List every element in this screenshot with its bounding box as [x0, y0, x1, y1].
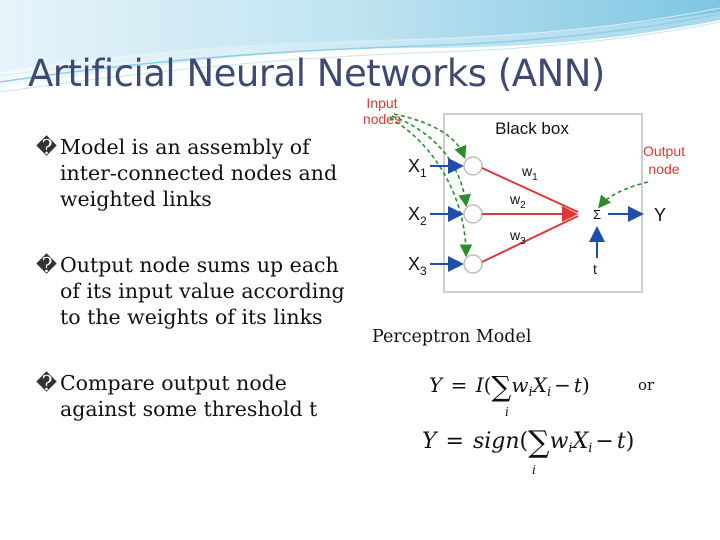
input-nodes-label-2: nodes [363, 111, 401, 127]
input-pointer-arrow [391, 115, 471, 208]
bullet-marker: � [36, 135, 58, 159]
perceptron-diagram: Input nodes Black box Output node X1 X2 … [363, 95, 685, 293]
eq-sub: i [532, 463, 536, 477]
bullet-marker: � [36, 371, 58, 395]
eq-text: Y = I(∑wiXi−t) [429, 370, 590, 403]
weight-w1-label: w1 [521, 163, 538, 183]
input-pointer-arrow [393, 113, 467, 159]
input-nodes-label: Input [366, 95, 397, 111]
output-pointer-arrow [597, 181, 649, 209]
diagram-caption: Perceptron Model [372, 327, 532, 347]
input-node-2 [463, 204, 483, 224]
black-box [443, 113, 643, 293]
sum-symbol: Σ [593, 207, 601, 222]
eq-text: Y = sign(∑wiXi−t) [422, 425, 634, 460]
input-node-1 [463, 156, 483, 176]
bullet-marker: � [36, 253, 58, 277]
bullet-text: Compare output node against some thresho… [60, 371, 318, 421]
equation-indicator: Y = I(∑wiXi−t) i [429, 370, 590, 419]
threshold-t-label: t [593, 261, 597, 277]
eq-sub: i [505, 405, 509, 419]
equation-sign: Y = sign(∑wiXi−t) i [422, 425, 634, 477]
input-x2-label: X2 [408, 204, 427, 228]
output-node-label: Output [643, 143, 685, 159]
bullet-list: � Model is an assembly of inter-connecte… [36, 134, 356, 462]
input-node-3 [463, 254, 483, 274]
weight-link-1 [481, 167, 579, 213]
slide-title: Artificial Neural Networks (ANN) [28, 52, 605, 95]
bullet-item: � Output node sums up each of its input … [36, 252, 356, 330]
or-label: or [638, 376, 655, 394]
bullet-item: � Model is an assembly of inter-connecte… [36, 134, 356, 212]
output-y-label: Y [654, 205, 666, 225]
output-node-label-2: node [648, 161, 679, 177]
bullet-text: Output node sums up each of its input va… [60, 253, 345, 329]
bullet-text: Model is an assembly of inter-connected … [60, 135, 338, 211]
weight-w2-label: w2 [509, 191, 526, 211]
weight-w3-label: w3 [509, 227, 526, 247]
black-box-label: Black box [495, 119, 569, 138]
input-pointer-arrow [389, 117, 473, 258]
bullet-item: � Compare output node against some thres… [36, 370, 356, 422]
input-x1-label: X1 [408, 156, 427, 180]
header-wave-decoration [0, 0, 720, 93]
weight-link-3 [481, 215, 579, 263]
input-x3-label: X3 [408, 254, 427, 278]
